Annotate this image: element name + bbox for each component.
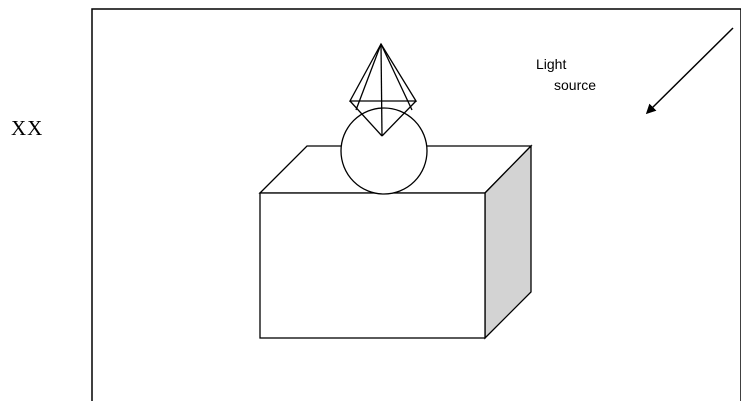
- side-label: XX: [11, 116, 43, 141]
- light-source-label-line2: source: [536, 75, 616, 96]
- light-source-label: Light source: [536, 54, 616, 96]
- light-arrow: [648, 28, 733, 112]
- sphere-ellipse: [341, 108, 427, 194]
- light-source-label-line1: Light: [536, 54, 616, 75]
- cone-side-left: [356, 44, 381, 110]
- cone-outline: [350, 44, 416, 101]
- box-front-face: [260, 193, 485, 338]
- cone-side-right: [381, 44, 412, 110]
